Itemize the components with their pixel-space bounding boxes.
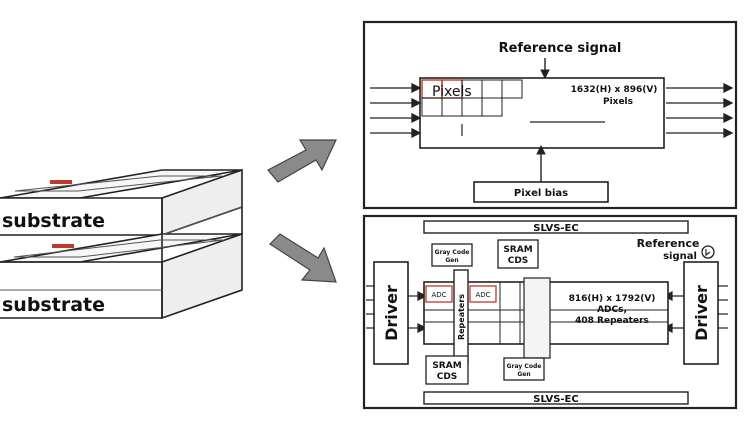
bottom-highlight — [52, 244, 74, 248]
reference-signal-line2: signal — [663, 251, 697, 262]
bottom-layer-side-face — [161, 232, 243, 320]
reference-signal-icon — [701, 245, 715, 259]
slvs-ec-top-label: SLVS-EC — [533, 223, 578, 234]
bottom-layer-label: substrate — [2, 294, 105, 316]
pixels-label: Pixels — [432, 84, 472, 100]
arrow-up-right — [267, 139, 337, 183]
top-layer-front-face — [0, 198, 162, 235]
sram-bottom-line1: SRAM — [432, 361, 461, 371]
driver-right-box — [683, 261, 719, 365]
sram-cds-bottom-box — [425, 355, 469, 385]
reference-signal-line1: Reference — [637, 237, 700, 250]
logic-chip-panel — [362, 214, 738, 410]
gray-code-bottom-line2: Gen — [517, 371, 530, 378]
pixel-dims-label: 1632(H) x 896(V) — [571, 85, 658, 95]
gray-code-gen-top-box — [431, 243, 473, 267]
gray-code-top-line2: Gen — [445, 257, 458, 264]
adc-dims-line2: ADCs, — [597, 305, 627, 315]
gray-code-bottom-line1: Gray Code — [507, 363, 542, 370]
adc-dims-line3: 408 Repeaters — [575, 316, 649, 326]
adc-label-right: ADC — [475, 291, 490, 299]
driver-left-label: Driver — [382, 285, 401, 341]
sram-cds-top-box — [497, 239, 539, 269]
adc-label-left: ADC — [431, 291, 446, 299]
arrow-down-right — [269, 233, 337, 283]
gray-code-top-line1: Gray Code — [435, 249, 470, 256]
pixel-dims-unit: Pixels — [603, 97, 633, 107]
pixel-array — [419, 77, 665, 149]
sram-bottom-line2: CDS — [437, 372, 458, 382]
top-layer-label: substrate — [2, 210, 105, 232]
gray-code-gen-bottom-box — [503, 357, 545, 381]
driver-left-box — [373, 261, 409, 365]
sram-top-line1: SRAM — [503, 245, 532, 255]
adc-dims-label: 816(H) x 1792(V) — [569, 294, 656, 304]
sram-top-line2: CDS — [508, 256, 529, 266]
pixel-bias-label: Pixel bias — [514, 188, 568, 199]
driver-right-label: Driver — [692, 285, 711, 341]
substrate-stack — [0, 168, 243, 320]
reference-signal-label: Reference signal — [499, 41, 622, 56]
slvs-ec-bottom-box — [423, 391, 689, 405]
pixel-chip-panel — [362, 20, 738, 210]
top-highlight — [50, 180, 72, 184]
slvs-ec-bottom-label: SLVS-EC — [533, 394, 578, 405]
slvs-ec-top-box — [423, 220, 689, 234]
repeaters-label: Repeaters — [457, 294, 466, 340]
